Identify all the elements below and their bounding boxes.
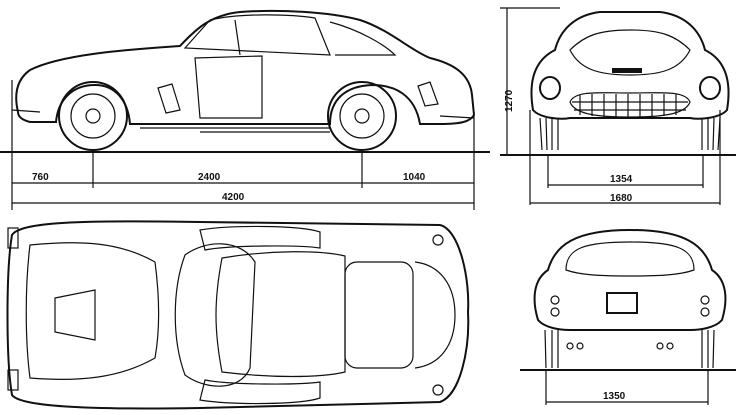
- dim-overall-length: 4200: [222, 192, 245, 203]
- rear-dimension-lines: [545, 370, 709, 405]
- dim-overall-width: 1680: [610, 193, 633, 204]
- rear-view: [533, 228, 727, 369]
- dim-rear-track: 1350: [603, 391, 626, 402]
- dim-height: 1270: [504, 89, 515, 112]
- dim-front-overhang: 760: [32, 172, 49, 183]
- dim-front-track: 1354: [610, 174, 633, 185]
- side-view: [11, 9, 476, 151]
- dim-wheelbase: 2400: [198, 172, 221, 183]
- front-dimension-lines: [500, 7, 721, 205]
- front-view: [530, 11, 730, 151]
- length-dimension-lines: [11, 80, 475, 210]
- dim-rear-overhang: 1040: [403, 172, 426, 183]
- top-view: [6, 220, 470, 410]
